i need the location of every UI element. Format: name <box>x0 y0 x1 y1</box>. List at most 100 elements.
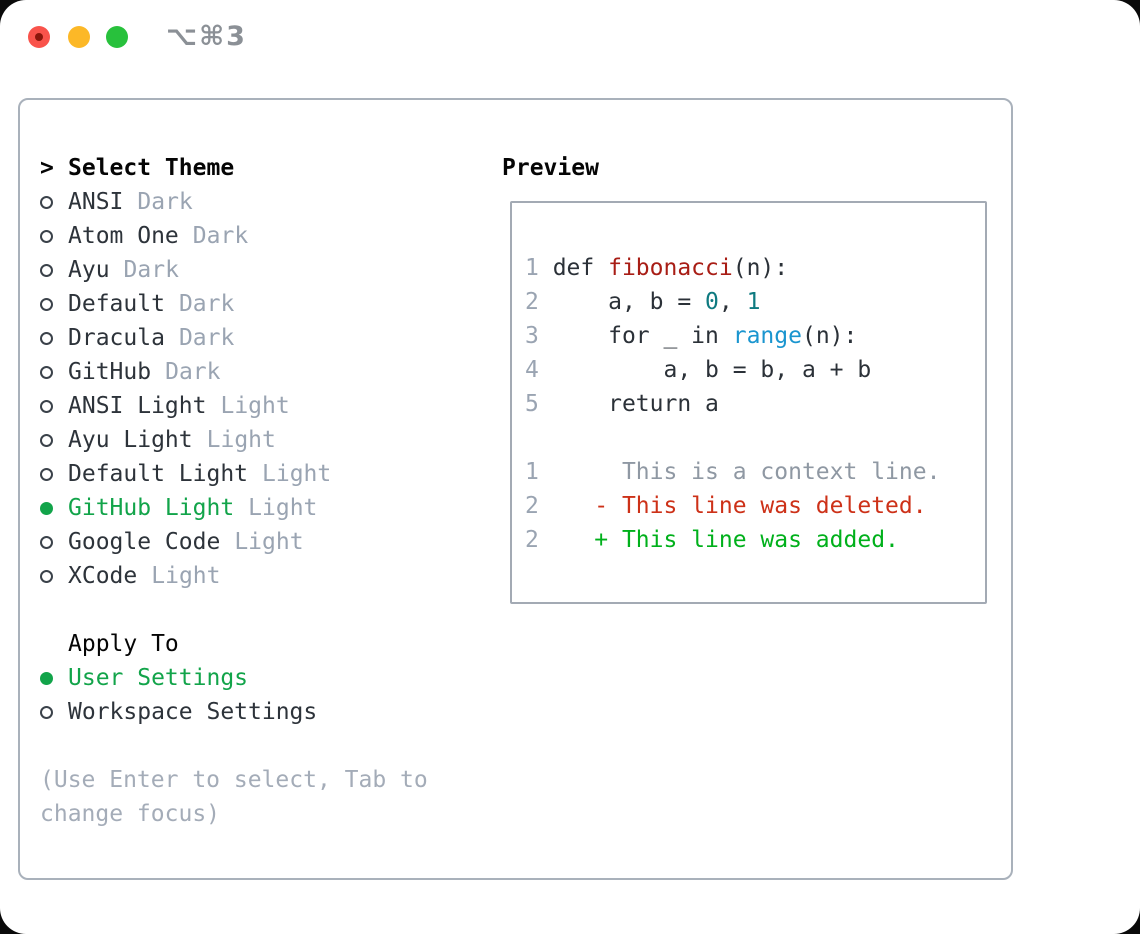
theme-item-atom-one[interactable]: Atom One Dark <box>40 219 440 253</box>
code-token-code: a, b = <box>552 289 706 315</box>
preview-heading-row: Preview <box>502 151 599 185</box>
theme-item-label: Ayu <box>68 257 110 283</box>
window-title: ⌥⌘3 <box>166 21 247 52</box>
line-number: 2 <box>525 527 553 553</box>
apply-item-user-settings[interactable]: User Settings <box>40 661 440 695</box>
radio-icon <box>40 433 53 447</box>
select-theme-heading: Select Theme <box>68 155 235 181</box>
theme-item-dracula[interactable]: Dracula Dark <box>40 321 440 355</box>
code-token-code: return a <box>552 391 719 417</box>
theme-variant-tag: Light <box>151 563 221 589</box>
theme-item-label: Dracula <box>68 325 165 351</box>
radio-icon <box>40 195 53 209</box>
line-number: 1 <box>525 459 553 485</box>
zoom-button[interactable] <box>106 26 128 48</box>
theme-item-ansi[interactable]: ANSI Dark <box>40 185 440 219</box>
theme-variant-tag: Dark <box>178 325 235 351</box>
apply-item-label: Workspace Settings <box>68 699 318 725</box>
code-token-code: (n): <box>801 323 858 349</box>
line-number: 2 <box>525 493 553 519</box>
theme-item-label: Default <box>68 291 165 317</box>
apply-to-heading-row: Apply To <box>40 627 440 661</box>
apply-item-workspace-settings[interactable]: Workspace Settings <box>40 695 440 729</box>
preview-line: 4 a, b = b, a + b <box>525 353 985 387</box>
preview-line: 2 a, b = 0, 1 <box>525 285 985 319</box>
preview-line: 2 + This line was added. <box>525 523 985 557</box>
select-theme-heading-row: > Select Theme <box>40 151 440 185</box>
apply-to-heading: Apply To <box>68 631 179 657</box>
theme-item-label: ANSI <box>68 189 124 215</box>
close-button[interactable] <box>28 26 50 48</box>
titlebar: ⌥⌘3 <box>0 0 1140 70</box>
code-token-code: (n): <box>732 255 789 281</box>
line-number: 4 <box>525 357 553 383</box>
code-token-num: 0 <box>705 289 719 315</box>
theme-item-default[interactable]: Default Dark <box>40 287 440 321</box>
help-text: (Use Enter to select, Tab to change focu… <box>40 767 428 827</box>
theme-variant-tag: Light <box>248 495 318 521</box>
line-number: 1 <box>525 255 553 281</box>
radio-icon <box>40 229 53 243</box>
radio-icon <box>40 569 53 583</box>
theme-item-label: GitHub <box>68 359 152 385</box>
theme-item-label: Ayu Light <box>68 427 193 453</box>
theme-item-label: Atom One <box>68 223 179 249</box>
radio-icon <box>40 535 53 549</box>
code-token-deleted: - This line was deleted. <box>552 493 927 519</box>
preview-line: 5 return a <box>525 387 985 421</box>
radio-selected-icon <box>40 501 53 515</box>
theme-variant-tag: Light <box>206 427 276 453</box>
theme-item-label: Google Code <box>68 529 221 555</box>
line-number: 5 <box>525 391 553 417</box>
radio-selected-icon <box>40 671 53 685</box>
radio-icon <box>40 331 53 345</box>
code-token-num: 1 <box>746 289 761 315</box>
theme-item-github-light[interactable]: GitHub Light Light <box>40 491 440 525</box>
theme-item-ayu-light[interactable]: Ayu Light Light <box>40 423 440 457</box>
line-number: 2 <box>525 289 553 315</box>
spacer <box>40 593 440 627</box>
theme-item-default-light[interactable]: Default Light Light <box>40 457 440 491</box>
code-token-func: fibonacci <box>608 255 733 281</box>
preview-line: 3 for _ in range(n): <box>525 319 985 353</box>
theme-variant-tag: Light <box>262 461 332 487</box>
code-token-added: + This line was added. <box>552 527 899 553</box>
recording-dot-icon <box>35 33 43 41</box>
radio-icon <box>40 263 53 277</box>
theme-variant-tag: Dark <box>165 359 221 385</box>
radio-icon <box>40 399 53 413</box>
theme-variant-tag: Light <box>220 393 290 419</box>
theme-item-label: GitHub Light <box>68 495 235 521</box>
radio-icon <box>40 297 53 311</box>
theme-variant-tag: Dark <box>192 223 249 249</box>
code-token-context: This is a context line. <box>552 459 941 485</box>
spacer <box>40 729 440 763</box>
code-token-code: for _ in <box>552 323 733 349</box>
code-token-code: def <box>552 255 609 281</box>
line-number: 3 <box>525 323 553 349</box>
radio-icon <box>40 705 53 719</box>
theme-variant-tag: Dark <box>178 291 235 317</box>
code-token-code: a, b = b, a + b <box>552 357 872 383</box>
theme-item-google-code[interactable]: Google Code Light <box>40 525 440 559</box>
code-token-builtin: range <box>732 323 802 349</box>
theme-variant-tag: Light <box>234 529 304 555</box>
theme-variant-tag: Dark <box>137 189 193 215</box>
preview-line: 1 def fibonacci(n): <box>525 251 985 285</box>
radio-icon <box>40 365 53 379</box>
minimize-button[interactable] <box>68 26 90 48</box>
code-token-code: , <box>718 289 747 315</box>
theme-item-github[interactable]: GitHub Dark <box>40 355 440 389</box>
preview-line: 1 This is a context line. <box>525 455 985 489</box>
preview-line: 2 - This line was deleted. <box>525 489 985 523</box>
theme-item-label: Default Light <box>68 461 249 487</box>
